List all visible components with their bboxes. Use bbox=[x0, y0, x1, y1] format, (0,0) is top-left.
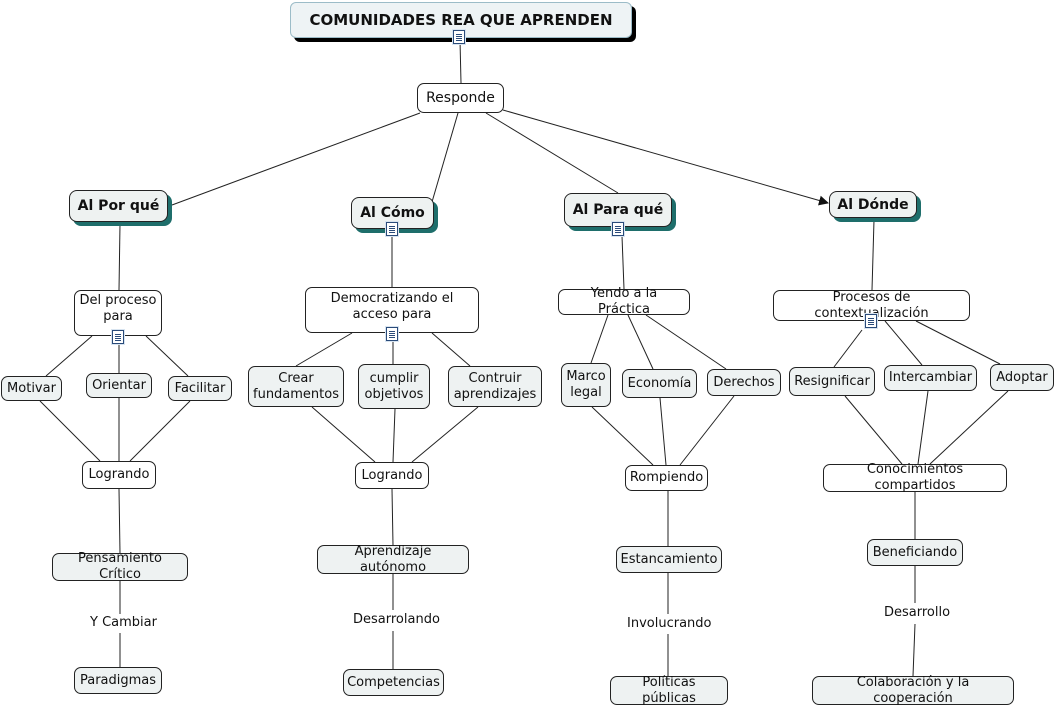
responde-node: Responde bbox=[417, 83, 504, 113]
marco-legal-node: Marco legal bbox=[561, 363, 611, 407]
politicas-publicas-node: Políticas públicas bbox=[610, 675, 728, 706]
aprendizaje-autonomo-node: Aprendizaje autónomo bbox=[317, 544, 469, 575]
colaboracion-cooperacion-node: Colaboración y la cooperación bbox=[812, 675, 1014, 706]
document-icon[interactable] bbox=[453, 30, 465, 44]
motivar-node: Motivar bbox=[1, 376, 62, 401]
pensamiento-critico-node: Pensamiento Crítico bbox=[52, 551, 188, 582]
logrando-node-1: Logrando bbox=[82, 461, 156, 489]
link-involucrando: Involucrando bbox=[625, 616, 714, 631]
category-donde: Al Dónde bbox=[829, 191, 917, 218]
category-por-que: Al Por qué bbox=[69, 190, 168, 222]
document-icon[interactable] bbox=[386, 327, 398, 341]
document-icon[interactable] bbox=[612, 222, 624, 236]
beneficiando-node: Beneficiando bbox=[867, 539, 963, 566]
yendo-practica-node: Yendo a la Práctica bbox=[558, 286, 690, 317]
link-desarrolando: Desarrolando bbox=[351, 612, 442, 627]
cumplir-objetivos-node: cumplir objetivos bbox=[358, 364, 430, 409]
paradigmas-node: Paradigmas bbox=[74, 667, 162, 694]
logrando-node-2: Logrando bbox=[355, 462, 429, 489]
link-y-cambiar: Y Cambiar bbox=[88, 615, 159, 630]
democratizando-node: Democratizando el acceso para bbox=[305, 287, 479, 333]
economia-node: Economía bbox=[622, 369, 697, 398]
contruir-aprendizajes-node: Contruir aprendizajes bbox=[448, 366, 542, 407]
category-para-que: Al Para qué bbox=[564, 193, 672, 227]
resignificar-node: Resignificar bbox=[789, 367, 875, 396]
orientar-node: Orientar bbox=[86, 373, 152, 398]
facilitar-node: Facilitar bbox=[168, 376, 232, 401]
crear-fundamentos-node: Crear fundamentos bbox=[248, 366, 344, 407]
rompiendo-node: Rompiendo bbox=[625, 465, 708, 491]
link-desarrollo: Desarrollo bbox=[882, 605, 953, 620]
document-icon[interactable] bbox=[112, 330, 124, 344]
conocimientos-compartidos-node: Conocimientos compartidos bbox=[823, 462, 1007, 493]
document-icon[interactable] bbox=[386, 222, 398, 236]
adoptar-node: Adoptar bbox=[990, 364, 1054, 391]
intercambiar-node: Intercambiar bbox=[884, 365, 977, 391]
competencias-node: Competencias bbox=[343, 669, 444, 696]
document-icon[interactable] bbox=[865, 314, 877, 328]
estancamiento-node: Estancamiento bbox=[616, 546, 722, 573]
derechos-node: Derechos bbox=[707, 369, 781, 396]
